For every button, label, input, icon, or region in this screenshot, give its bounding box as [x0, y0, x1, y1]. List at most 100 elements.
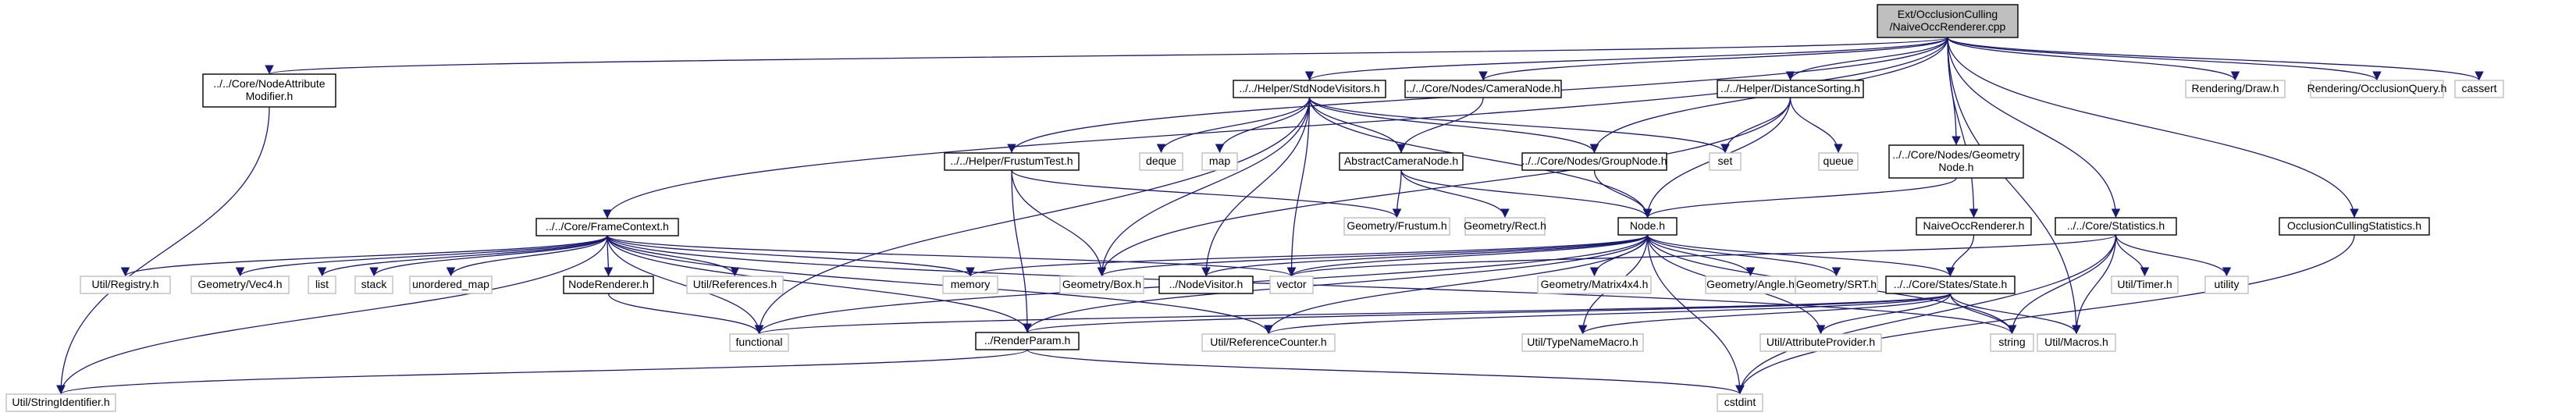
- edge-node-to-refcounter: [1264, 234, 1649, 335]
- graph-node-label-utility: utility: [2215, 278, 2240, 290]
- graph-node-abscam[interactable]: AbstractCameraNode.h: [1339, 152, 1464, 171]
- graph-node-nodevisitor[interactable]: ../NodeVisitor.h: [1158, 276, 1254, 294]
- edge-occstats-to-cstdint: [1735, 234, 2355, 395]
- edge-root-to-stats: [1947, 37, 2121, 219]
- graph-node-root[interactable]: Ext/OcclusionCulling/NaiveOccRenderer.cp…: [1877, 4, 2019, 38]
- graph-node-label-vector: vector: [1276, 278, 1306, 290]
- graph-node-memory: memory: [942, 276, 998, 294]
- graph-node-label-stdvisitors: ../../Helper/StdNodeVisitors.h: [1239, 82, 1379, 94]
- graph-node-stdvisitors[interactable]: ../../Helper/StdNodeVisitors.h: [1233, 80, 1386, 98]
- graph-node-distsort[interactable]: ../../Helper/DistanceSorting.h: [1717, 80, 1864, 98]
- graph-node-refs: Util/References.h: [686, 276, 784, 294]
- edge-abscam-to-node: [1400, 169, 1653, 219]
- graph-node-box-vec4: [190, 276, 290, 294]
- graph-node-macros: Util/Macros.h: [2037, 333, 2116, 352]
- graph-node-cstdint: cstdint: [1717, 393, 1763, 412]
- nodes-layer: Ext/OcclusionCulling/NaiveOccRenderer.cp…: [5, 4, 2504, 412]
- edge-root-to-distsort: [1785, 37, 1948, 81]
- graph-node-deque: deque: [1139, 152, 1183, 171]
- graph-node-node[interactable]: Node.h: [1617, 217, 1678, 236]
- graph-node-utility: utility: [2204, 276, 2249, 294]
- graph-node-box-macros: [2037, 333, 2116, 352]
- graph-node-label-draw: Rendering/Draw.h: [2191, 82, 2279, 94]
- edge-framectx-to-umap: [446, 235, 608, 277]
- graph-node-registry: Util/Registry.h: [80, 276, 171, 294]
- graph-node-list: list: [308, 276, 336, 294]
- graph-node-box-umap: [409, 276, 493, 294]
- graph-node-box-strid: [5, 393, 116, 412]
- graph-node-occquery: Rendering/OcclusionQuery.h: [2307, 80, 2446, 98]
- edge-state-to-typename: [1578, 293, 1952, 335]
- graph-node-box-refcounter: [1201, 333, 1336, 352]
- graph-node-box-matrix: [1537, 276, 1652, 294]
- graph-node-box-root: [1877, 4, 2019, 38]
- graph-node-label-occstats: OcclusionCullingStatistics.h: [2287, 219, 2421, 232]
- edge-framectx-to-memory: [607, 235, 975, 277]
- graph-node-box-set: [1709, 152, 1742, 171]
- edge-root-to-framectx: [603, 37, 1948, 219]
- edge-geomnode-to-node: [1642, 177, 1957, 219]
- edge-cameranode-to-abscam: [1397, 97, 1484, 154]
- edge-root-to-macros: [1947, 37, 2081, 335]
- graph-node-label-refcounter: Util/ReferenceCounter.h: [1210, 336, 1326, 348]
- graph-node-naiveh[interactable]: NaiveOccRenderer.h: [1916, 217, 2032, 236]
- graph-node-renderparam[interactable]: ../RenderParam.h: [975, 332, 1080, 350]
- graph-node-occstats[interactable]: OcclusionCullingStatistics.h: [2279, 217, 2430, 236]
- graph-node-box-draw: [2185, 80, 2286, 98]
- edge-node-to-angle: [1646, 234, 1756, 277]
- graph-node-box-deque: [1139, 152, 1183, 171]
- graph-node-box-renderparam: [975, 332, 1080, 350]
- graph-node-stats[interactable]: ../../Core/Statistics.h: [2055, 217, 2177, 236]
- graph-node-srt: Geometry/SRT.h: [1795, 276, 1878, 294]
- edge-distsort-to-box: [1097, 97, 1791, 277]
- graph-node-label-nodeattr: Modifier.h: [246, 90, 294, 102]
- graph-node-box-utility: [2204, 276, 2249, 294]
- graph-node-label-registry: Util/Registry.h: [91, 278, 158, 290]
- graph-node-queue: queue: [1818, 152, 1859, 171]
- graph-node-vec4: Geometry/Vec4.h: [190, 276, 290, 294]
- edge-state-to-attrprov: [1816, 293, 1952, 335]
- graph-node-label-map: map: [1209, 155, 1230, 167]
- graph-node-label-geomnode: Node.h: [1938, 161, 1973, 173]
- graph-node-label-nodeattr: ../../Core/NodeAttribute: [213, 77, 325, 90]
- graph-node-frustumtest[interactable]: ../../Helper/FrustumTest.h: [944, 152, 1080, 171]
- graph-node-label-memory: memory: [951, 278, 991, 290]
- graph-node-box-state: [1885, 276, 2016, 294]
- graph-node-label-srt: Geometry/SRT.h: [1796, 278, 1877, 290]
- graph-node-noderend[interactable]: NodeRenderer.h: [563, 276, 654, 294]
- graph-node-state[interactable]: ../../Core/States/State.h: [1885, 276, 2016, 294]
- graph-node-label-frustum: Geometry/Frustum.h: [1347, 219, 1446, 232]
- graph-node-box-registry: [80, 276, 171, 294]
- graph-node-label-root: Ext/OcclusionCulling: [1898, 8, 1998, 20]
- edge-stats-to-string: [2007, 234, 2117, 335]
- graph-node-label-functional: functional: [736, 336, 783, 348]
- graph-node-box-nodeattr: [202, 73, 336, 108]
- graph-node-label-box: Geometry/Box.h: [1062, 278, 1141, 290]
- graph-node-box-framectx: [535, 218, 679, 236]
- graph-node-box-occstats: [2279, 217, 2430, 236]
- graph-node-label-list: list: [315, 278, 329, 290]
- edge-framectx-to-list: [317, 235, 608, 277]
- edge-distsort-to-queue: [1789, 97, 1843, 154]
- graph-node-label-angle: Geometry/Angle.h: [1706, 278, 1795, 290]
- graph-node-box: Geometry/Box.h: [1059, 276, 1144, 294]
- edge-naiveh-to-state: [1945, 234, 1975, 277]
- edge-framectx-to-vector: [607, 235, 1296, 277]
- graph-node-box-list: [308, 276, 336, 294]
- edge-node-to-cstdint: [1646, 234, 1745, 395]
- edge-node-to-renderparam: [1023, 234, 1649, 333]
- edge-distsort-to-set: [1720, 97, 1791, 154]
- graph-node-cameranode[interactable]: ../../Core/Nodes/CameraNode.h: [1404, 80, 1562, 98]
- graph-node-functional: functional: [729, 333, 789, 352]
- graph-node-label-geomnode: ../../Core/Nodes/Geometry: [1892, 148, 2019, 161]
- graph-node-groupnode[interactable]: ../../Core/Nodes/GroupNode.h: [1521, 152, 1667, 171]
- graph-node-box-functional: [729, 333, 789, 352]
- graph-node-box-stats: [2055, 217, 2177, 236]
- edge-state-to-string: [1949, 293, 2017, 335]
- graph-node-box-memory: [942, 276, 998, 294]
- graph-node-draw: Rendering/Draw.h: [2185, 80, 2286, 98]
- graph-node-framectx[interactable]: ../../Core/FrameContext.h: [535, 218, 679, 236]
- graph-node-label-cameranode: ../../Core/Nodes/CameraNode.h: [1407, 82, 1560, 94]
